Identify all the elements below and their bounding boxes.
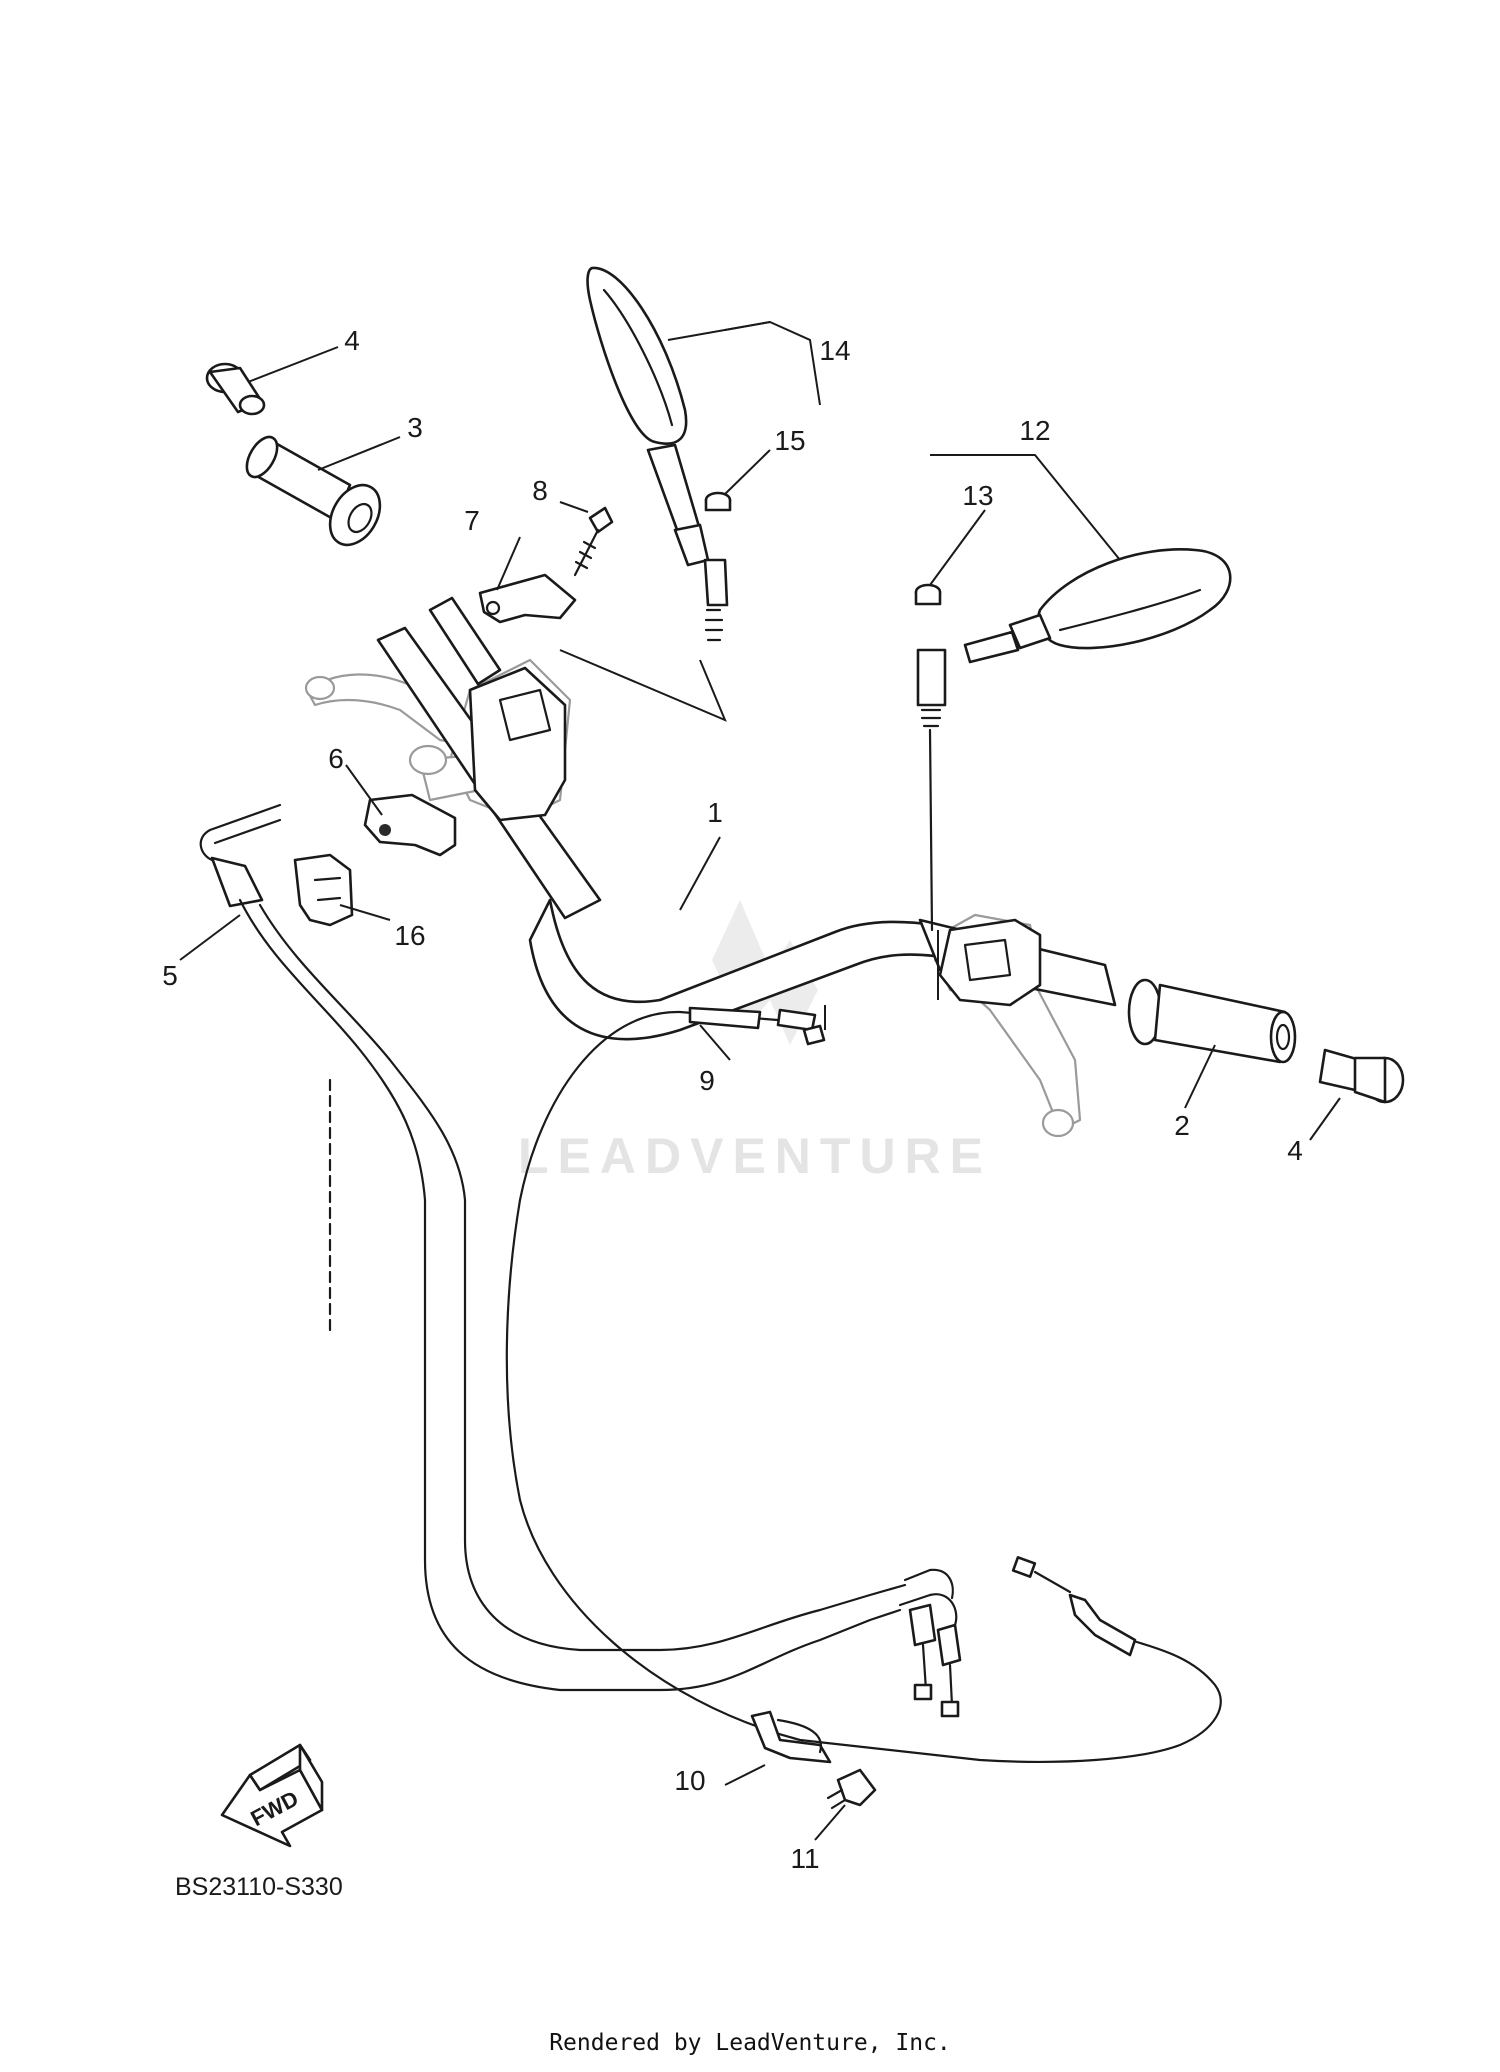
callout-11: 11 [790,1843,819,1874]
left-mirror-nut [704,491,732,512]
callout-8: 8 [532,475,548,506]
figure-code: BS23110-S330 [175,1873,343,1901]
throttle-cable [199,803,962,1718]
clamp-bolt [826,1768,877,1810]
callout-1: 1 [707,797,723,828]
cable-guide [293,853,354,927]
grip-holder [478,573,577,624]
callout-10: 10 [674,1765,705,1796]
left-grip [245,435,502,686]
callout-2: 2 [1174,1110,1190,1141]
callout-4-right: 4 [1287,1135,1303,1166]
right-switch-housing [938,918,1042,1007]
holder-screw [573,506,614,577]
callout-15: 15 [774,425,805,456]
left-switch-housing [468,666,567,822]
callout-16: 16 [394,920,425,951]
render-credit: Rendered by LeadVenture, Inc. [549,2030,951,2056]
callout-13: 13 [962,480,993,511]
right-grip [1127,978,1297,1064]
callout-4-left: 4 [344,325,360,356]
callout-3: 3 [407,412,423,443]
callout-9: 9 [699,1065,715,1096]
callout-7: 7 [464,505,480,536]
callout-14: 14 [819,335,850,366]
right-bar-end-weight [1318,1048,1405,1104]
lever-holder [363,793,457,857]
fwd-direction-badge: FWD [220,1743,324,1848]
cable-clamp [750,1710,832,1764]
right-mirror-nut [914,583,942,606]
right-mirror [916,548,1232,932]
left-bar-end-weight [205,362,266,416]
callout-5: 5 [162,960,178,991]
clutch-cable [505,1006,1222,1763]
callout-labels: 1 2 3 4 4 5 6 7 8 9 10 11 12 13 14 15 16 [162,325,1303,1874]
callout-12: 12 [1019,415,1050,446]
callout-6: 6 [328,743,344,774]
leader-lines [179,320,1341,1841]
left-mirror [586,266,729,642]
watermark-text: LEADVENTURE [518,1128,992,1184]
